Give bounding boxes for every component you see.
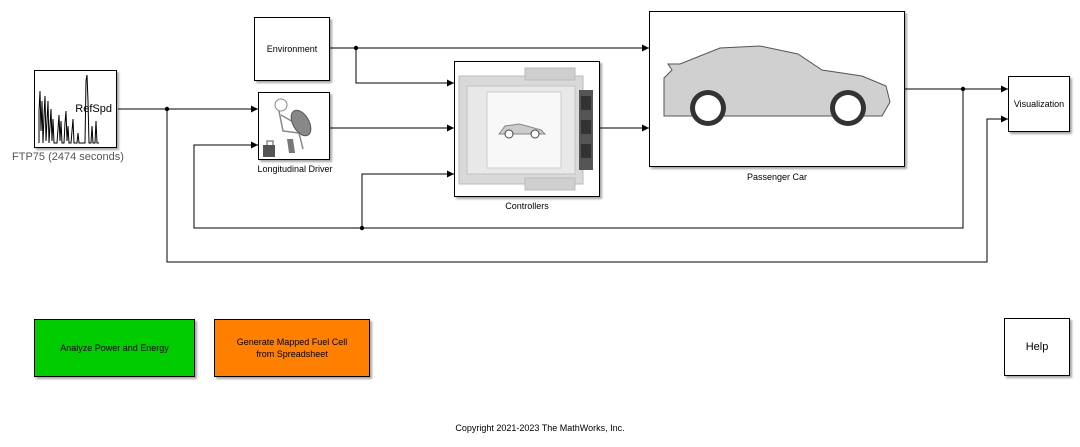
wire-env-to-controllers [355, 48, 454, 87]
environment-block[interactable]: Environment [254, 17, 330, 81]
ecu-icon [458, 67, 593, 191]
generate-mapped-fuel-cell-button[interactable]: Generate Mapped Fuel Cell from Spreadshe… [214, 319, 370, 377]
wire-refspd-to-visualization [166, 109, 1008, 263]
branch-point [353, 45, 359, 51]
branch-point [960, 86, 966, 92]
branch-point [164, 106, 170, 112]
analyze-power-energy-button[interactable]: Analyze Power and Energy [34, 319, 195, 377]
refspd-port-label: RefSpd [75, 103, 112, 115]
driver-icon [263, 98, 312, 157]
visualization-block[interactable]: Visualization [1008, 76, 1070, 132]
wire-feedback-to-driver [193, 89, 964, 229]
help-button[interactable]: Help [1004, 318, 1070, 376]
environment-label: Environment [266, 44, 318, 54]
controllers-caption: Controllers [505, 201, 549, 211]
branch-point [359, 225, 365, 231]
driver-caption: Longitudinal Driver [257, 164, 333, 174]
visualization-label: Visualization [1013, 99, 1065, 109]
ftp75-drive-cycle-block[interactable]: RefSpd [34, 70, 117, 148]
controllers-block[interactable] [454, 61, 600, 197]
copyright-text: Copyright 2021-2023 The MathWorks, Inc. [455, 423, 625, 433]
wire-feedback-to-controllers [361, 170, 454, 228]
passenger-car-caption: Passenger Car [746, 172, 808, 182]
ftp75-caption: FTP75 (2474 seconds) [12, 151, 124, 163]
car-silhouette-icon [663, 45, 891, 126]
drive-cycle-waveform-icon [38, 74, 99, 144]
passenger-car-block[interactable] [649, 11, 905, 167]
longitudinal-driver-block[interactable] [258, 92, 330, 160]
